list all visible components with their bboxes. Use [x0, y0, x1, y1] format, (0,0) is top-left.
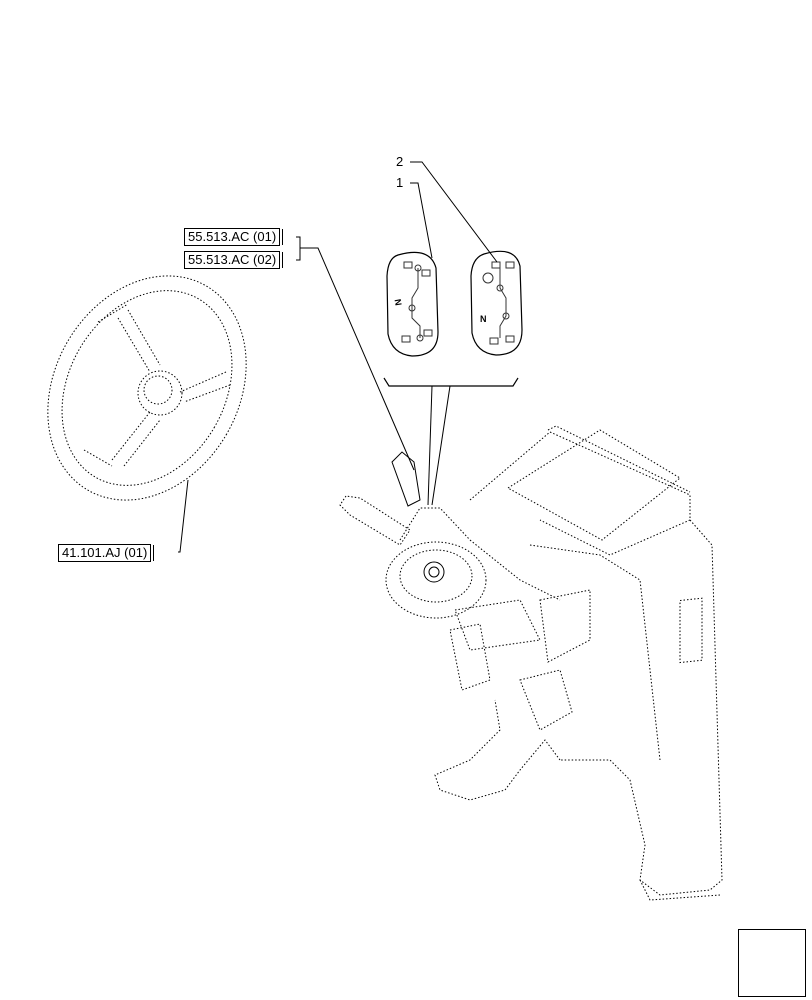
decal-1-neutral: N: [393, 298, 404, 306]
callout-2: 2: [396, 154, 403, 169]
decal-1: [386, 251, 439, 357]
reference-box-lever-01[interactable]: 55.513.AC (01): [184, 228, 281, 246]
decal-bracket: [383, 377, 519, 387]
callout-1: 1: [396, 175, 403, 190]
leader-lines: [178, 161, 498, 553]
steering-wheel: [47, 275, 247, 501]
reference-box-lever-02[interactable]: 55.513.AC (02): [184, 251, 281, 269]
steering-console: [434, 425, 723, 901]
decal-2-neutral: N: [480, 314, 487, 324]
reference-box-steering-wheel[interactable]: 41.101.AJ (01): [58, 544, 152, 562]
next-page-button[interactable]: [738, 929, 806, 997]
decal-2: [470, 250, 523, 356]
steering-column: [339, 451, 561, 651]
